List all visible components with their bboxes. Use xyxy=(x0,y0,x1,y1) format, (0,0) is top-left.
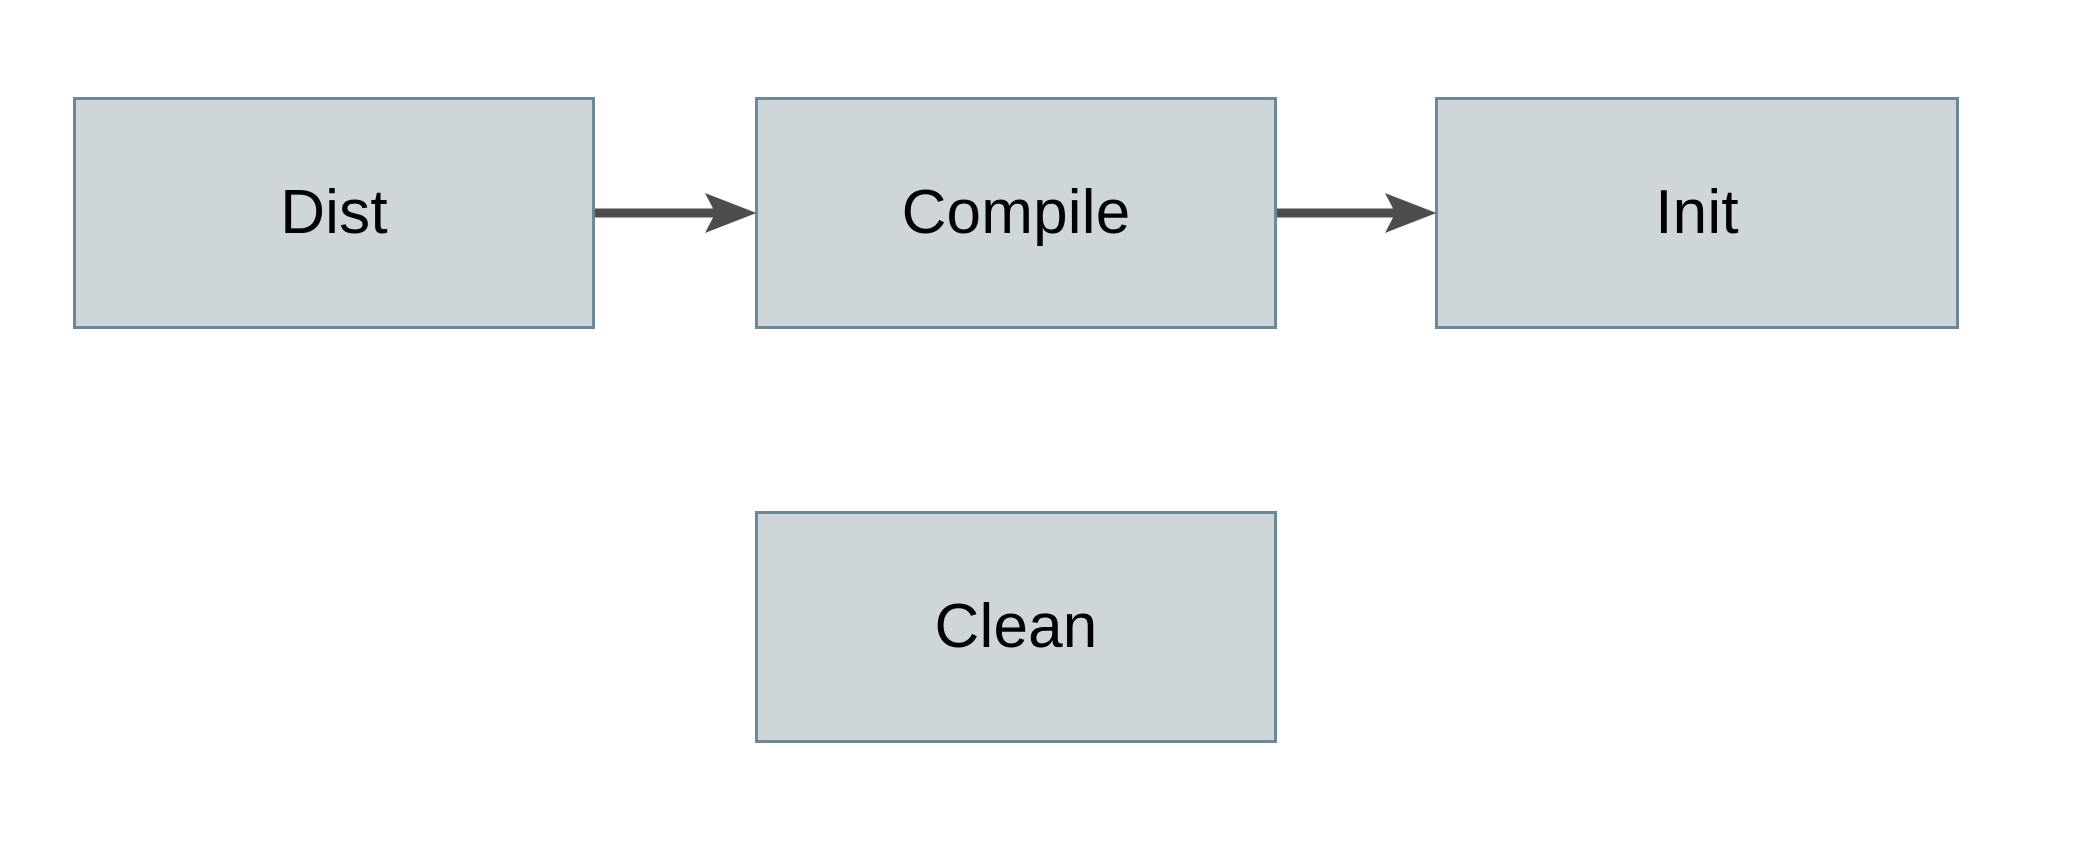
node-label: Compile xyxy=(901,178,1131,247)
node-init[interactable]: Init xyxy=(1435,97,1959,329)
node-dist[interactable]: Dist xyxy=(73,97,595,329)
edge-compile-to-init[interactable] xyxy=(1277,193,1437,233)
node-label: Dist xyxy=(280,178,388,247)
arrowhead-icon xyxy=(704,193,757,233)
node-clean[interactable]: Clean xyxy=(755,511,1277,743)
node-compile[interactable]: Compile xyxy=(755,97,1277,329)
arrowhead-icon xyxy=(1384,193,1437,233)
node-label: Clean xyxy=(934,592,1098,661)
edge-dist-to-compile[interactable] xyxy=(595,193,757,233)
node-label: Init xyxy=(1655,178,1739,247)
